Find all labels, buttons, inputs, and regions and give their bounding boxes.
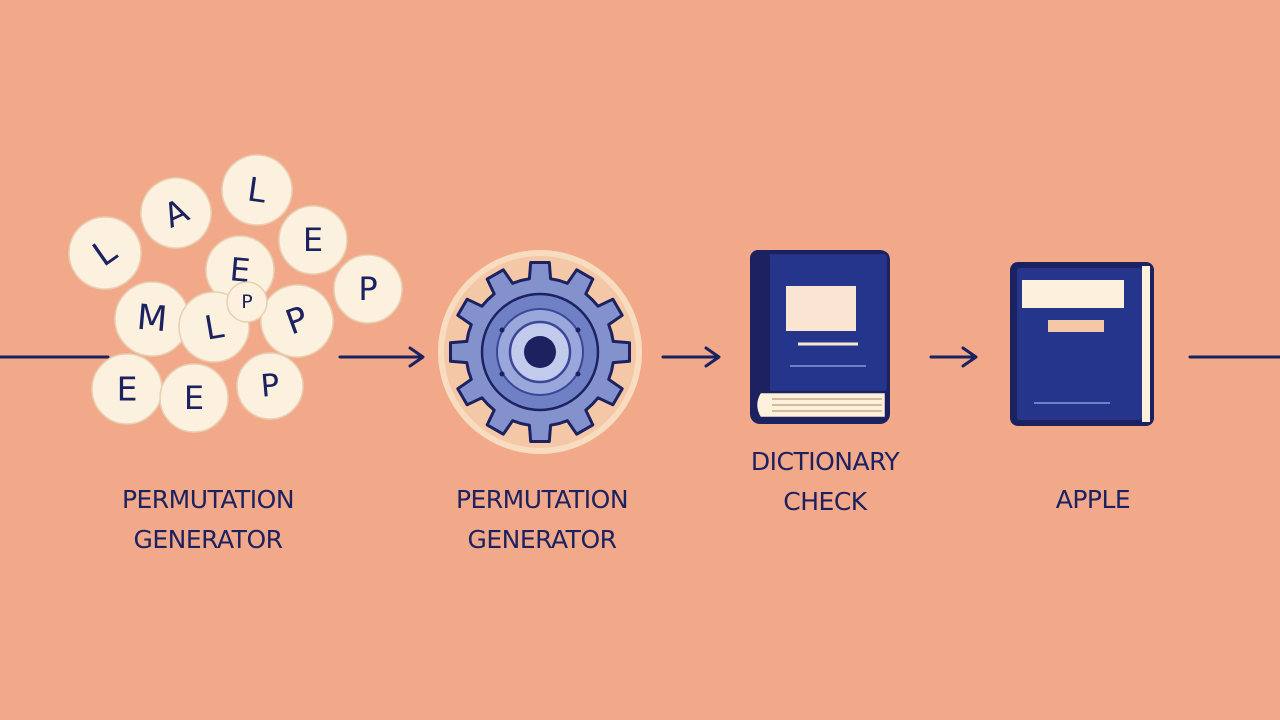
gear-icon xyxy=(438,250,642,454)
label-line: CHECK xyxy=(783,486,867,516)
label-line: GENERATOR xyxy=(467,524,617,554)
stage-label-apple: APPLE xyxy=(1000,480,1186,520)
letter-tile-text: E xyxy=(228,250,251,290)
stage-label-dictionary-check: DICTIONARY CHECK xyxy=(700,442,950,521)
letter-tile-text: E xyxy=(184,379,204,417)
letter-tile: P xyxy=(260,284,334,358)
letter-tile: L xyxy=(221,154,293,226)
letter-tile: A xyxy=(140,177,212,249)
letter-tile-text: M xyxy=(135,298,169,340)
label-line: DICTIONARY xyxy=(750,447,900,476)
letter-tile-text: P xyxy=(259,367,281,404)
letter-tile-text: P xyxy=(358,270,377,308)
connectors xyxy=(0,346,1280,368)
letter-tile: E xyxy=(159,363,229,433)
arrow-3 xyxy=(929,346,978,368)
label-line: GENERATOR xyxy=(133,524,283,554)
letter-tile-text: E xyxy=(117,370,138,409)
letter-tile: P xyxy=(236,352,304,420)
letter-tile: L xyxy=(68,216,142,290)
book-icon xyxy=(1010,262,1154,426)
label-line: PERMUTATION xyxy=(121,485,295,514)
arrow-2 xyxy=(661,346,721,368)
stage-label-permutation-generator-2: PERMUTATION GENERATOR xyxy=(412,480,672,559)
label-line: PERMUTATION xyxy=(455,485,629,514)
arrow-1 xyxy=(338,346,425,368)
letter-tile: E xyxy=(91,353,163,425)
letter-tile: E xyxy=(278,205,348,275)
letter-tile-text: P xyxy=(241,291,252,313)
letter-tile: P xyxy=(333,254,403,324)
dictionary-book-icon xyxy=(750,250,890,424)
label-line: APPLE xyxy=(1055,485,1131,514)
letter-tile-text: E xyxy=(303,221,323,259)
letter-tile: P xyxy=(226,281,268,323)
stage-label-permutation-generator-1: PERMUTATION GENERATOR xyxy=(78,480,338,559)
